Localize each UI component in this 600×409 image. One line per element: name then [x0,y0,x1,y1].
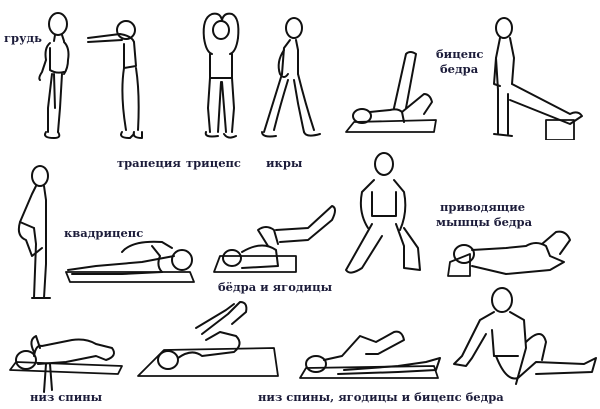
label-triceps: трицепс [186,156,241,170]
figure-chest-stretch [28,8,78,140]
figure-adductor-lying-stretch [446,226,580,280]
label-hips-glutes: бёдра и ягодицы [218,280,333,294]
label-trapezius: трапеция [117,156,181,170]
figure-lower-back-twist [6,326,124,394]
figure-calves-stretch [258,10,322,140]
figure-triceps-stretch [198,8,244,140]
figure-adductor-standing-stretch [342,152,426,280]
label-lower-back-glutes-hamstring: низ спины, ягодицы и бицепс бедра [258,390,504,404]
figure-quad-standing-stretch [12,164,54,300]
label-hamstring-line1: бицепс [436,47,484,61]
figure-lower-back-knees-chest [136,300,280,380]
figure-quad-lying-stretch [62,236,198,288]
label-chest: грудь [4,31,42,45]
figure-hips-glutes-stretch [212,200,338,276]
label-lower-back: низ спины [30,390,103,404]
figure-hamstring-standing-stretch [490,14,596,140]
figure-lying-knee-pull [298,326,442,382]
figure-hamstring-lying-stretch [344,50,438,136]
label-hamstring-line2: бедра [440,62,479,76]
label-adductors-line2: мышцы бедра [436,215,533,229]
figure-seated-twist [452,286,598,392]
figure-trapezius-stretch [86,14,156,140]
label-calves: икры [266,156,303,170]
label-adductors-line1: приводящие [440,200,526,214]
label-quadriceps: квадрицепс [64,226,144,240]
